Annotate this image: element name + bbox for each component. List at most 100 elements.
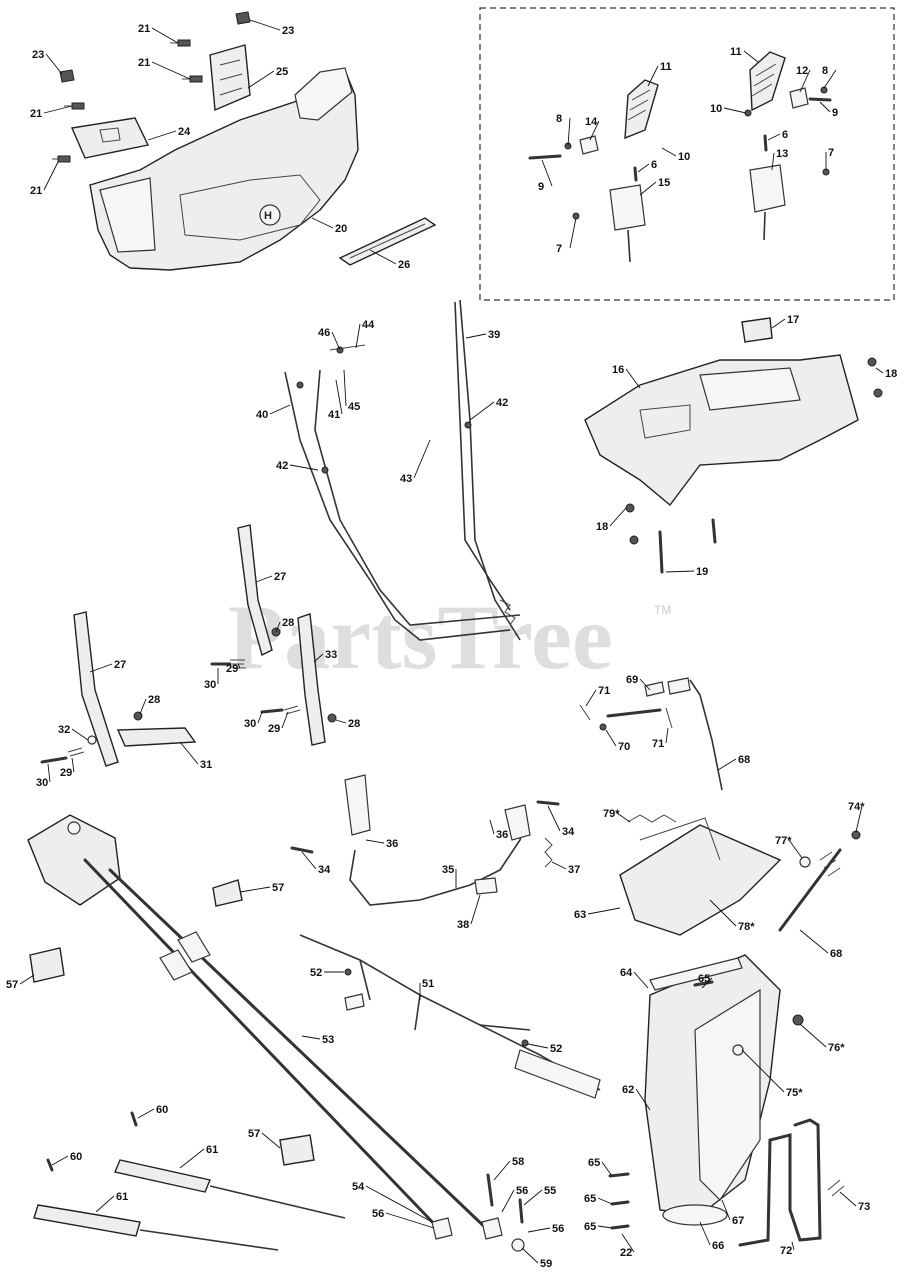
- callout-leader-c8a: [823, 69, 837, 89]
- callout-label-c12: 12: [796, 65, 808, 77]
- callout-label-c17: 17: [787, 314, 799, 326]
- callout-label-c42a: 42: [496, 397, 508, 409]
- callout-leader-c55: [523, 1189, 543, 1206]
- callout-label-c55: 55: [544, 1185, 556, 1197]
- callout-label-c27b: 27: [114, 659, 126, 671]
- callout-label-c52b: 52: [550, 1043, 562, 1055]
- callout-label-c79: 79*: [603, 808, 620, 820]
- callout-leader-c70: [605, 729, 617, 747]
- callout-leader-c11a: [647, 65, 659, 87]
- callout-label-c57c: 57: [248, 1128, 260, 1140]
- callout-label-c29b: 29: [268, 723, 280, 735]
- chute-tilt-cable: [579, 677, 723, 791]
- callout-label-c60b: 60: [70, 1151, 82, 1163]
- callout-label-c54: 54: [352, 1181, 365, 1193]
- callout-label-c6b: 6: [651, 159, 657, 171]
- callout-leader-c9b: [541, 159, 553, 187]
- callout-label-c27a: 27: [274, 571, 286, 583]
- callout-label-c70: 70: [618, 741, 630, 753]
- chute-crank-72: [738, 1118, 845, 1247]
- callout-leader-c15: [639, 181, 657, 196]
- callout-leader-c61a: [179, 1148, 205, 1169]
- engagement-cable-35: [290, 774, 560, 906]
- callout-label-c29a: 29: [226, 663, 238, 675]
- callout-leader-c7b: [569, 217, 577, 249]
- callout-label-c16: 16: [612, 364, 624, 376]
- callout-leader-c25: [247, 70, 275, 89]
- callout-label-c28b: 28: [148, 694, 160, 706]
- callout-leader-c21d: [43, 161, 59, 191]
- callout-label-c60a: 60: [156, 1104, 168, 1116]
- callout-leader-c18a: [875, 367, 884, 374]
- callout-leader-c11b: [743, 50, 759, 63]
- watermark-tm: TM: [654, 603, 671, 617]
- hand-grips-61: [33, 1111, 346, 1251]
- switch-plate-24: [70, 117, 150, 159]
- callout-leader-c6b: [637, 163, 650, 173]
- callout-label-c56c: 56: [552, 1223, 564, 1235]
- callout-label-c21a: 21: [138, 23, 150, 35]
- callout-label-c30c: 30: [36, 777, 48, 789]
- callout-leader-c65d: [597, 1225, 613, 1229]
- callout-label-c72: 72: [780, 1245, 792, 1257]
- callout-label-c38: 38: [457, 919, 469, 931]
- lower-linkage: [431, 1173, 525, 1252]
- callout-leader-c37: [551, 861, 567, 870]
- callout-label-c68a: 68: [738, 754, 750, 766]
- callout-leader-c69: [639, 678, 651, 691]
- callout-leader-c31: [179, 741, 199, 765]
- callout-leader-c27b: [89, 663, 113, 673]
- callout-leader-c42b: [289, 464, 319, 471]
- callout-label-c67: 67: [732, 1215, 744, 1227]
- callout-label-c6a: 6: [782, 129, 788, 141]
- callout-leader-c74: [855, 805, 863, 833]
- callout-label-c13: 13: [776, 148, 788, 160]
- callout-label-c76: 76*: [828, 1042, 845, 1054]
- callout-label-c78: 78*: [738, 921, 755, 933]
- discharge-chute-62: [644, 954, 804, 1226]
- callout-leader-c79: [616, 812, 631, 823]
- callout-label-c74: 74*: [848, 801, 865, 813]
- callout-leader-c65a: [701, 977, 713, 989]
- callout-label-c36a: 36: [386, 838, 398, 850]
- callout-label-c56b: 56: [372, 1208, 384, 1220]
- callout-label-c73: 73: [858, 1201, 870, 1213]
- clips-23: [59, 11, 251, 83]
- callout-leader-c62: [635, 1088, 651, 1111]
- svg-text:H: H: [264, 210, 272, 222]
- callout-leader-c23a: [249, 19, 281, 31]
- callout-label-c22: 22: [620, 1247, 632, 1259]
- callout-leader-c43: [413, 439, 431, 479]
- callout-leader-c33: [313, 653, 324, 663]
- callout-label-c62: 62: [622, 1084, 634, 1096]
- callout-leader-c10a: [723, 107, 747, 114]
- callout-leader-c65c: [597, 1197, 613, 1205]
- callout-label-c15: 15: [658, 177, 670, 189]
- callout-leader-c36b: [489, 819, 495, 835]
- callout-label-c41: 41: [328, 409, 340, 421]
- callout-label-c58: 58: [512, 1156, 524, 1168]
- callout-leader-c30c: [47, 763, 51, 783]
- callout-label-c56a: 56: [516, 1185, 528, 1197]
- callout-label-c8b: 8: [556, 113, 562, 125]
- callout-leader-c56b: [385, 1212, 435, 1229]
- callout-leader-c73: [839, 1191, 857, 1207]
- callout-leader-c57c: [261, 1132, 281, 1149]
- callout-leader-c66: [699, 1221, 711, 1246]
- callout-label-c28c: 28: [348, 718, 360, 730]
- callout-label-c37: 37: [568, 864, 580, 876]
- chute-deflector-63: [619, 814, 782, 936]
- callout-label-c68b: 68: [830, 948, 842, 960]
- callout-leader-c68b: [799, 929, 829, 954]
- callout-leader-c29c: [71, 757, 75, 773]
- callout-leader-c42a: [469, 401, 495, 421]
- callout-label-c11a: 11: [660, 61, 672, 73]
- callout-label-c18b: 18: [596, 521, 608, 533]
- callout-label-c61b: 61: [116, 1191, 128, 1203]
- wiring-harness-51: [299, 934, 601, 1099]
- callout-label-c10a: 10: [710, 103, 722, 115]
- callout-label-c71b: 71: [652, 738, 664, 750]
- callout-label-c53: 53: [322, 1034, 334, 1046]
